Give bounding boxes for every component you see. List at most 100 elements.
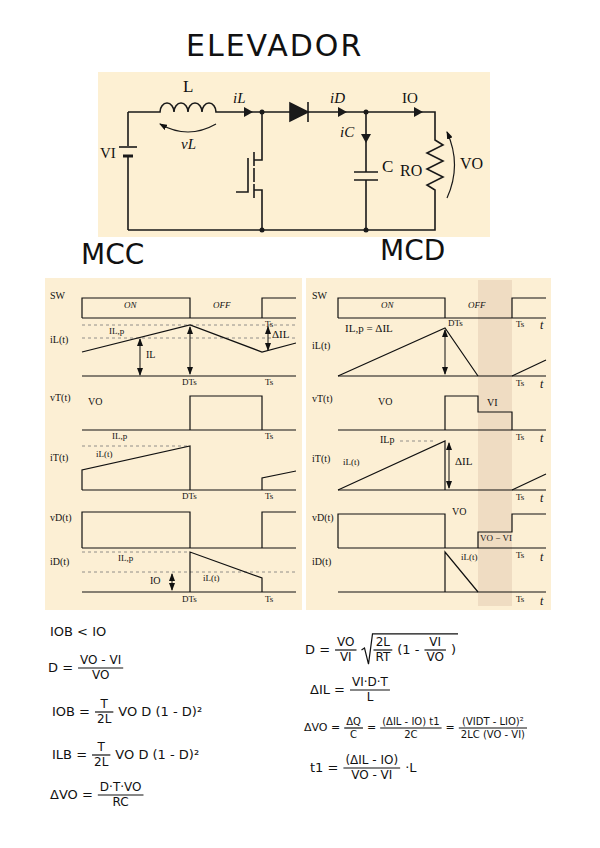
formula-text: VO D (1 - D)² [118, 705, 202, 719]
mcc-panel [45, 278, 302, 610]
fraction-bar [380, 727, 441, 728]
formula-text: (1 - [397, 643, 419, 657]
signal-label: VI [487, 397, 498, 408]
circuit-arrow [260, 110, 265, 115]
formula-text: (ΔIL - IO) t1 [382, 716, 439, 727]
circuit-label: iD [330, 90, 345, 107]
signal-label: iT(t) [312, 453, 330, 464]
signal-label: Ts [516, 320, 524, 330]
page-title: ELEVADOR [186, 28, 363, 63]
boost-circuit [354, 112, 378, 230]
boost-circuit [128, 112, 443, 230]
dimension-arrow [140, 327, 449, 590]
signal-label: IL,p [118, 554, 133, 564]
waveform [82, 298, 296, 318]
mcd-panel [306, 278, 551, 610]
waveform [82, 446, 296, 490]
formula-text: ΔVO = [304, 722, 340, 734]
waveform [190, 396, 262, 430]
circuit-label: vL [181, 136, 196, 153]
signal-label: iT(t) [50, 452, 68, 463]
circuit-label: VO [460, 155, 483, 173]
boost-circuit [127, 157, 129, 230]
boost-circuit [119, 146, 137, 148]
signal-label: iL(t) [203, 574, 220, 584]
waveform [82, 298, 546, 592]
signal-label: vT(t) [50, 392, 71, 403]
formula-text: VO [92, 669, 109, 682]
formula-text: ·L [405, 761, 416, 775]
waveform-panel: MCD [306, 278, 551, 610]
signal-label: DTs [448, 319, 463, 329]
formula-text: RT [376, 651, 391, 664]
formula-text: VO D (1 - D)² [115, 748, 199, 762]
fraction-bar [344, 727, 363, 728]
signal-label: IL [146, 349, 155, 360]
circuit-arrow [260, 228, 265, 233]
signal-label: OFF [468, 301, 486, 311]
signal-label: DTs [182, 378, 197, 388]
signal-label: VO [88, 396, 102, 407]
waveform-panel: MCC [45, 278, 302, 610]
signal-label: IL,p = ΔIL [345, 322, 393, 334]
circuit-arrow [338, 107, 347, 117]
signal-label: VO − VI [480, 534, 512, 544]
signal-label: IO [150, 575, 161, 586]
formula-text: T [101, 698, 108, 711]
formula-text: = [446, 722, 455, 734]
waveform [82, 318, 296, 592]
formula-text: ΔVO = [50, 788, 93, 802]
circuit-arrow [364, 110, 369, 115]
boost-circuit [236, 158, 248, 192]
formula-text: D = [48, 661, 73, 675]
signal-label: IL,p [108, 327, 125, 337]
circuit-label: RO [400, 162, 422, 180]
signal-label: ΔIL [271, 328, 290, 340]
signal-label: ILp [380, 434, 394, 445]
dimension-arrow [268, 327, 269, 350]
waveform [338, 441, 546, 490]
formula-text: (ΔIL - IO) [345, 754, 398, 767]
formula-text: RC [113, 796, 129, 809]
signal-label: VO [452, 506, 466, 517]
signal-label: iL(t) [50, 334, 68, 345]
formula-text: VO [426, 651, 443, 664]
formula-text: C [350, 729, 357, 740]
signal-label: t [540, 432, 543, 445]
formula-text: VI [340, 651, 352, 664]
formula-text: D = [305, 643, 330, 657]
signal-label: ON [124, 301, 137, 311]
formula-text: ΔIL = [310, 683, 345, 697]
signal-label: VO [378, 396, 392, 407]
signal-label: iD(t) [50, 556, 69, 567]
signal-label: t [540, 551, 543, 564]
formula-text: L [367, 691, 374, 704]
signal-label: vT(t) [312, 393, 333, 404]
formula-text: VO - VI [351, 769, 392, 782]
waveform [338, 514, 546, 548]
panel-heading: MCC [81, 240, 144, 271]
circuit-panel [98, 72, 490, 237]
waveform [445, 552, 478, 592]
formula-text: 2L [94, 756, 108, 769]
formula-text: ΔQ [346, 716, 361, 727]
dashed-guide [82, 325, 436, 572]
dimension-arrow [190, 327, 191, 374]
waveform [82, 512, 296, 548]
signal-label: t [540, 492, 543, 505]
formula-text: 2L [97, 713, 111, 726]
signal-label: DTs [182, 492, 197, 502]
panel-heading: MCD [380, 236, 445, 267]
circuit-label: IO [402, 90, 418, 107]
signal-label: DTs [182, 595, 197, 605]
circuit-label: C [382, 158, 393, 177]
waveform [338, 298, 546, 318]
circuit-label: L [183, 78, 193, 97]
signal-label: OFF [213, 301, 231, 311]
dimension-arrow [445, 330, 446, 374]
circuit-label: iL [233, 90, 246, 107]
signal-label: Ts [265, 378, 273, 388]
formula-text: 2LC (VO - VI) [461, 729, 525, 740]
circuit-label: VI [100, 145, 116, 162]
